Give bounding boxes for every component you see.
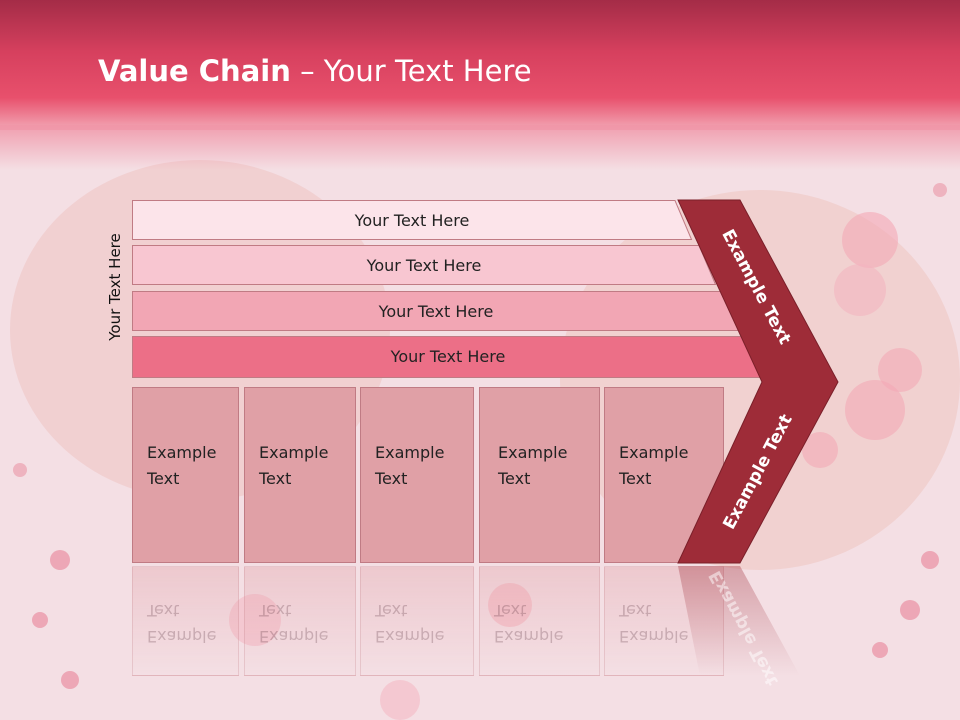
row-4-label: Your Text Here (390, 346, 506, 366)
row-2: Your Text Here (132, 245, 717, 285)
box-2-reflection: Example Text (244, 566, 356, 676)
box-5-text: Example Text (619, 443, 689, 488)
box-3-text: Example Text (375, 443, 445, 488)
row-1-label: Your Text Here (354, 210, 470, 230)
box-4-text: Example Text (498, 443, 568, 488)
header-bar (0, 0, 960, 130)
chevron-shape (677, 199, 839, 564)
row-3-label: Your Text Here (378, 301, 494, 321)
row-1-shape (132, 200, 693, 240)
row-2-shape (132, 245, 717, 285)
activity-box-2: Example Text (244, 387, 356, 563)
row-1: Your Text Here (132, 200, 693, 240)
row-2-label: Your Text Here (366, 255, 482, 275)
title-bold: Value Chain (98, 54, 291, 88)
box-1-text: Example Text (147, 443, 217, 488)
title-rest: – Your Text Here (290, 54, 532, 88)
chevron-reflection (678, 566, 800, 676)
box-2-text: Example Text (259, 443, 329, 488)
header-fade (0, 125, 960, 170)
activity-box-4: Example Text (479, 387, 600, 563)
activity-box-1: Example Text (132, 387, 239, 563)
box-3-reflection: Example Text (360, 566, 474, 676)
box-1-reflection: Example Text (132, 566, 239, 676)
activity-box-3: Example Text (360, 387, 474, 563)
row-3: Your Text Here (132, 291, 741, 331)
slide-title: Value Chain – Your Text Here (98, 54, 532, 88)
box-4-reflection: Example Text (479, 566, 600, 676)
